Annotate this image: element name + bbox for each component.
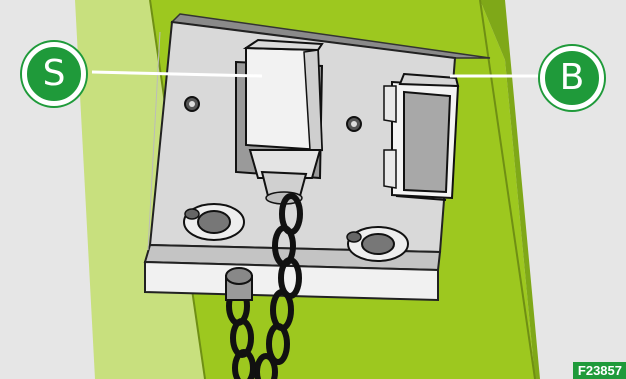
callout-s-label: S — [43, 53, 66, 94]
callout-s: S — [22, 42, 86, 106]
figure-id: F23857 — [573, 362, 626, 379]
connector-socket-b-icon — [384, 74, 458, 200]
callout-b-label: B — [560, 57, 585, 98]
chain-anchor — [226, 268, 252, 300]
callout-b: B — [540, 46, 604, 110]
